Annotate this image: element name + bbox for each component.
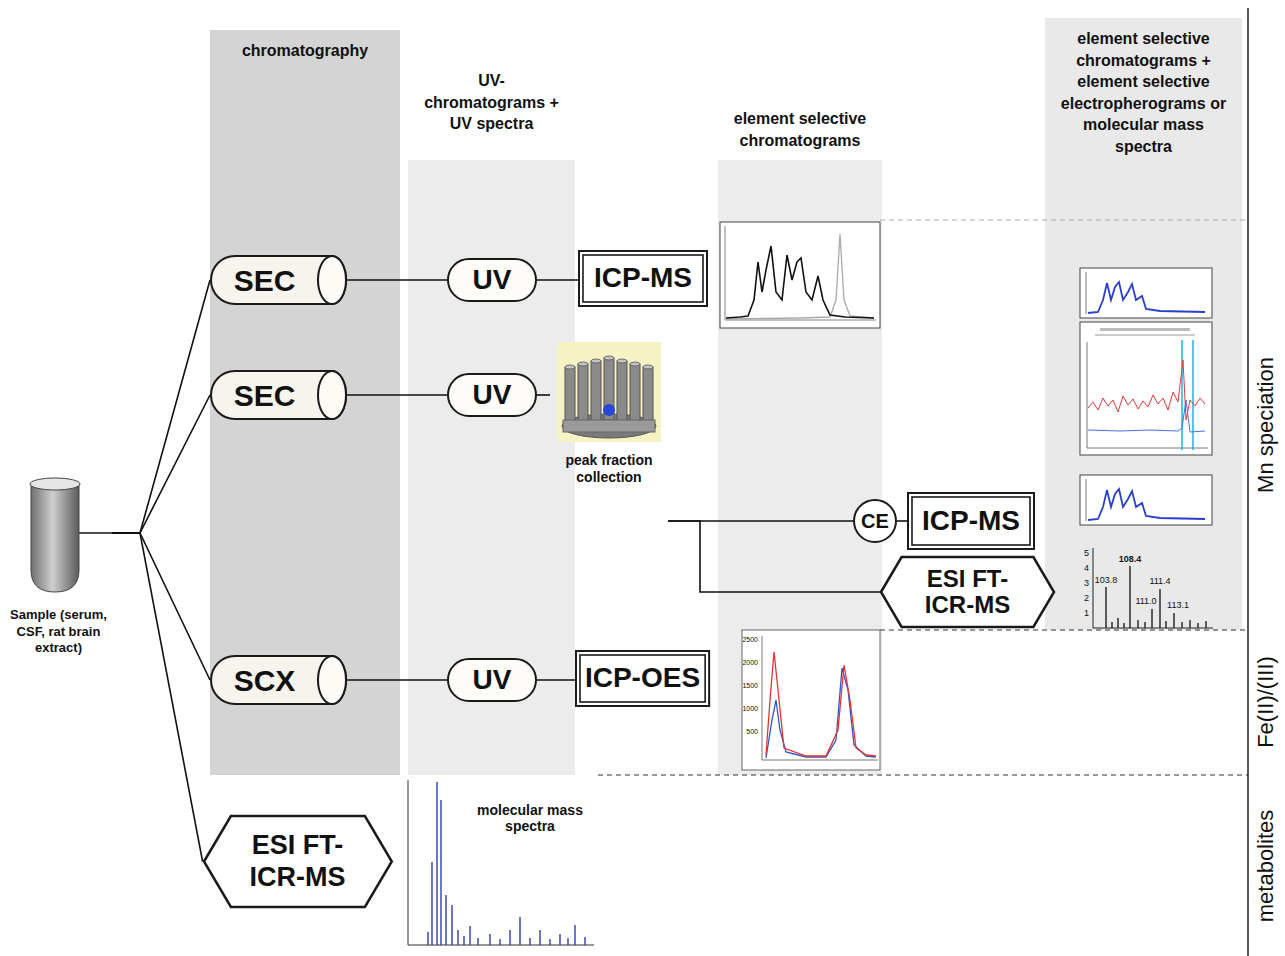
axis-label: 1000 [742, 705, 758, 713]
detector-pill: UV [447, 373, 537, 417]
axis-label: 108.4 [1119, 554, 1142, 564]
node-label: UV [473, 380, 512, 411]
fraction-collector: peak fraction collection [550, 340, 668, 540]
detector-pill: UV [447, 658, 537, 702]
label-holder: 108.4 [1119, 554, 1142, 564]
label-holder: 500 [746, 728, 758, 736]
axis-label: 2000 [742, 659, 758, 667]
node-label: SCX [234, 664, 296, 697]
label-holder: 111.0 [1135, 596, 1156, 606]
column-heading: element selective chromatograms + elemen… [1054, 18, 1234, 158]
axis-label: 2500 [742, 636, 758, 644]
label-holder: 103.8 [1095, 575, 1118, 585]
axis-label: 111.0 [1135, 596, 1156, 606]
chart-label: molecular mass spectra [471, 802, 589, 834]
ms-hexagon: ESI FT- ICR-MS [203, 815, 393, 908]
node-label: SEC [234, 264, 296, 297]
label-holder: 5 [1084, 548, 1089, 558]
axis-label: 4 [1084, 563, 1089, 573]
node-label: peak fraction collection [557, 452, 661, 486]
column-cylinder: SEC [210, 370, 347, 420]
label-holder: 113.1 [1167, 600, 1189, 610]
label-holder: 4 [1084, 563, 1089, 573]
column-band: element selective chromatograms + elemen… [1045, 18, 1242, 630]
fraction-collector-outline [550, 340, 668, 540]
sample-tube: Sample (serum, CSF, rat brain extract) [5, 470, 112, 660]
column-cylinder: SCX [210, 655, 347, 705]
node-label: CE [861, 510, 889, 532]
connector-line [897, 520, 907, 522]
label-holder: 111.4 [1149, 576, 1170, 586]
instrument-box: ICP-MS [578, 250, 708, 307]
node-label: UV [473, 665, 512, 696]
node-label: ICP-MS [922, 506, 1020, 537]
detector-pill: UV [447, 258, 537, 302]
column-band: chromatographySEC SEC SCX [210, 30, 400, 775]
axis-label: 3 [1084, 578, 1089, 588]
connector-line [112, 533, 210, 680]
axis-label: 1500 [742, 682, 758, 690]
column-heading: element selective chromatograms [730, 100, 870, 151]
node-label: Sample (serum, CSF, rat brain extract) [9, 607, 109, 656]
label-holder: 1 [1084, 608, 1089, 618]
connector-line [112, 280, 210, 533]
column-band: UV- chromatograms + UV spectraUV UV UV [408, 62, 575, 775]
instrument-box: ICP-OES [575, 650, 710, 707]
node-label: UV [473, 265, 512, 296]
connector-line [112, 395, 210, 533]
row-group-label: Fe(II)/(III) [1253, 656, 1278, 748]
column-band: element selective chromatograms [718, 100, 882, 775]
axis-label: 113.1 [1167, 600, 1189, 610]
separator-lines [598, 8, 1248, 956]
axis-label: 1 [1084, 608, 1089, 618]
node-label: ESI FT- ICR-MS [238, 830, 356, 892]
metabolite-spectrum [408, 780, 594, 945]
axis-label: 103.8 [1095, 575, 1118, 585]
axis-label: 5 [1084, 548, 1089, 558]
label-holder: 2500 [742, 636, 758, 644]
instrument-box: ICP-MS [907, 492, 1035, 550]
node-label: SEC [234, 379, 296, 412]
node-label: ICP-OES [585, 663, 700, 694]
node-label: ICP-MS [594, 263, 692, 294]
connector-line [112, 533, 203, 862]
label-holder: Mn speciation [1253, 357, 1278, 493]
label-holder: 1000 [742, 705, 758, 713]
column-cylinder: SEC [210, 255, 347, 305]
column-heading: chromatography [213, 30, 397, 62]
ce-circle: CE [853, 499, 897, 543]
column-heading: UV- chromatograms + UV spectra [422, 62, 562, 135]
label-holder: Fe(II)/(III) [1253, 656, 1278, 748]
node-label: ESI FT- ICR-MS [915, 566, 1020, 619]
label-holder: 1500 [742, 682, 758, 690]
ms-hexagon: ESI FT- ICR-MS [880, 556, 1055, 628]
row-group-label: metabolites [1253, 810, 1278, 923]
axis-label: 500 [746, 728, 758, 736]
row-group-label: Mn speciation [1253, 357, 1278, 493]
label-holder: 2 [1084, 593, 1089, 603]
axis-label: 2 [1084, 593, 1089, 603]
label-holder: 2000 [742, 659, 758, 667]
label-holder: 3 [1084, 578, 1089, 588]
axis-label: 111.4 [1149, 576, 1170, 586]
label-holder: metabolites [1253, 810, 1278, 923]
label-holder: molecular mass spectra [471, 802, 589, 834]
